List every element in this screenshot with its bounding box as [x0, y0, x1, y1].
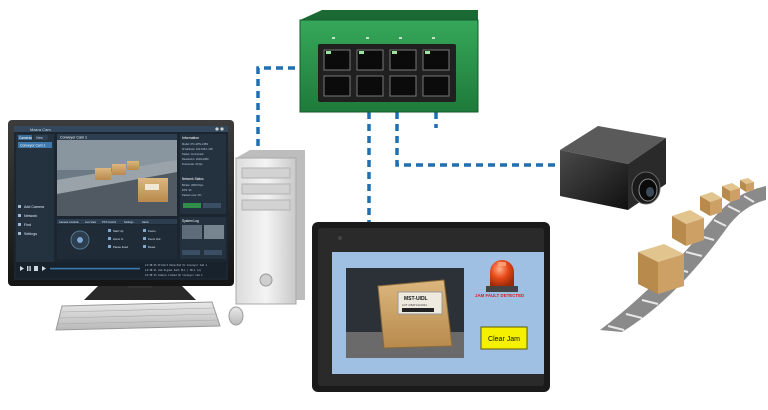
product-sublabel: LOT 4 BATCH 0024: [402, 303, 427, 307]
playback-controls[interactable]: [20, 266, 46, 271]
hmi-camera-view: MST-UIDL LOT 4 BATCH 0024: [346, 268, 464, 358]
log-line: 14:38:21 Jam Signal Sent PLC / IN-1 (A): [145, 269, 201, 272]
network-icon: [18, 214, 21, 217]
tab-cameras-label: Cameras: [19, 136, 32, 140]
tab-cameras[interactable]: [18, 135, 32, 140]
camera-software-window: Mazra Cam Cameras View Conveyor Cam 1 Ad…: [14, 126, 228, 278]
control-tab[interactable]: Camera Controls: [59, 220, 79, 224]
search-icon: [18, 223, 21, 226]
sidebar-item-add-camera[interactable]: Add Camera: [24, 205, 44, 209]
control-tab[interactable]: Settings: [124, 220, 134, 224]
control-tab[interactable]: Live View: [85, 220, 96, 224]
network-line: FPS: 30: [182, 188, 192, 192]
control-button[interactable]: Focus: [148, 229, 156, 233]
control-button[interactable]: Pause Feed: [113, 245, 129, 249]
info-header: Information: [182, 136, 199, 140]
info-line: Status: Connected: [182, 152, 204, 156]
log-button[interactable]: [182, 250, 200, 255]
industrial-camera-icon: [560, 126, 666, 210]
sidebar-item-network[interactable]: Network: [24, 214, 37, 218]
network-switch-icon: [299, 10, 479, 113]
cable-camera: [395, 112, 560, 167]
barcode-icon: [402, 308, 434, 312]
live-video-feed: [57, 140, 177, 216]
mouse: [228, 306, 244, 326]
cardboard-box: [700, 192, 722, 216]
info-line: IP Address: 192.168.1.128: [182, 147, 213, 151]
product-label: MST-UIDL: [404, 296, 428, 302]
jam-alert-text: JAM FAULT DETECTED: [475, 293, 524, 298]
record-button[interactable]: [203, 203, 221, 208]
control-button[interactable]: Reset: [148, 245, 156, 249]
camera-list-item-label: Conveyor Cam 1: [20, 144, 46, 148]
connect-button[interactable]: [183, 203, 201, 208]
sidebar-menu: Add Camera Network Find Settings: [18, 205, 44, 236]
sidebar-item-find[interactable]: Find: [24, 223, 31, 227]
clear-jam-button[interactable]: Clear Jam: [480, 326, 528, 350]
clear-jam-label: Clear Jam: [488, 336, 520, 343]
pc-tower: [235, 150, 305, 305]
control-button[interactable]: Start Up: [113, 229, 124, 233]
alarm-beacon-icon: [486, 260, 518, 292]
control-button[interactable]: Zoom Out: [148, 237, 161, 241]
cable-pc: [256, 66, 332, 158]
cardboard-box: [740, 178, 754, 192]
network-line: Bitrate: 3948 Kbps: [182, 183, 204, 187]
info-line: Model: IPC-M7N-238S: [182, 142, 208, 146]
info-line: Resolution: 1920x1080: [182, 157, 209, 161]
log-button[interactable]: [204, 250, 222, 255]
cardboard-box: [722, 183, 740, 202]
cardboard-box: [638, 244, 684, 294]
control-tab[interactable]: Alerts: [142, 220, 149, 224]
hmi-touch-panel: MST-UIDL LOT 4 BATCH 0024 JAM FAULT DETE…: [312, 222, 550, 392]
feed-title: Conveyor Cam 1: [60, 136, 87, 140]
log-line: 14:38:15 Camera Linked On Conveyor Cam 1: [145, 274, 203, 277]
info-line: Framerate: 30 fps: [182, 162, 203, 166]
timeline-slider[interactable]: [50, 267, 140, 270]
add-icon: [18, 205, 21, 208]
tab-view-label: View: [36, 136, 44, 140]
snapshot-thumb: [204, 225, 224, 239]
control-button[interactable]: Zoom In: [113, 237, 124, 241]
snapshot-thumb: [182, 225, 202, 239]
keyboard: [55, 301, 221, 331]
conveyor-icon: [600, 178, 766, 332]
tab-view[interactable]: [34, 135, 48, 140]
system-log-header: System Log: [182, 219, 199, 223]
cardboard-box: [672, 210, 704, 246]
camera-list-item[interactable]: [18, 142, 52, 148]
gear-icon: [18, 232, 21, 235]
network-status-header: Network Status: [182, 177, 204, 181]
switch-ports: [323, 49, 450, 97]
log-line: 14:38:25 Product Detected On Conveyor Ca…: [145, 264, 207, 267]
network-line: Packet Loss: 0%: [182, 193, 202, 197]
sidebar-item-settings[interactable]: Settings: [24, 232, 37, 236]
software-title: Mazra Cam: [30, 127, 51, 132]
network-cables: [256, 66, 560, 222]
control-tab[interactable]: PTZ Control: [102, 220, 116, 224]
